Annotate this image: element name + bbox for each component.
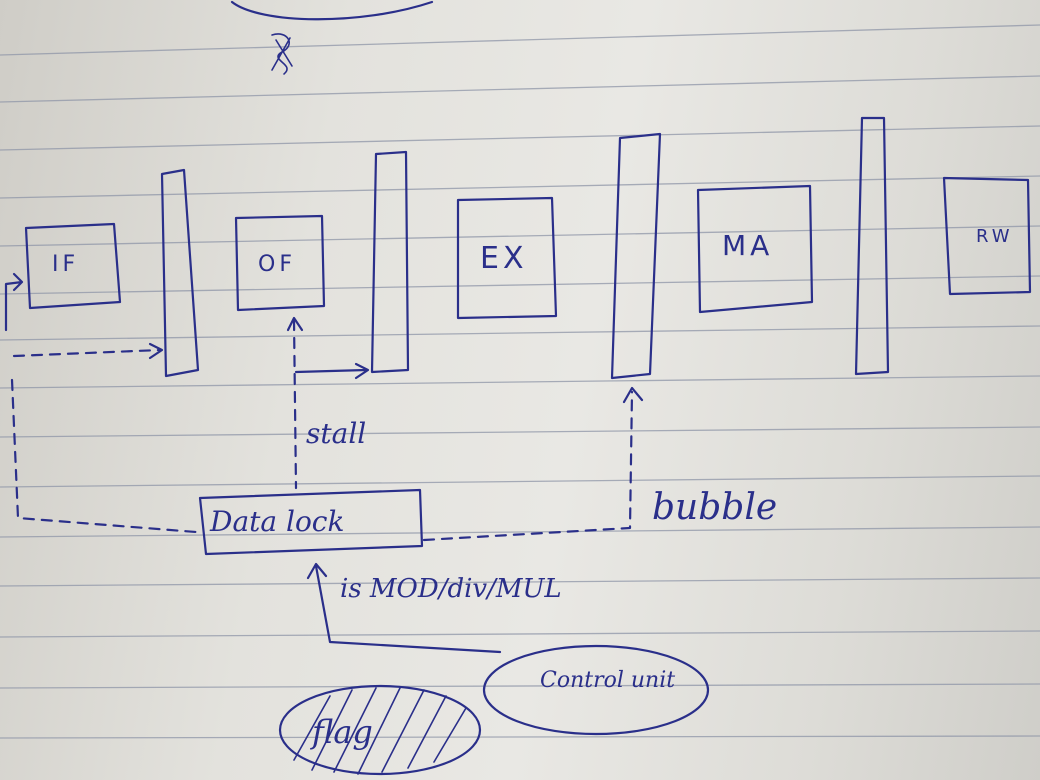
stage-box-ex — [456, 196, 558, 320]
stage-label-if: IF — [52, 252, 80, 277]
control-to-data-lock-arrow — [306, 562, 502, 654]
data-lock-label: Data lock — [210, 505, 345, 538]
dashed-feedback-line — [10, 378, 198, 534]
flag-oval — [278, 684, 482, 776]
dashed-arrow-to-register-1 — [12, 348, 162, 358]
top-oval-fragment — [230, 0, 434, 21]
bubble-arrow-head — [622, 386, 644, 404]
pipeline-register-3 — [610, 132, 662, 380]
input-arrow — [4, 272, 24, 332]
stage-label-ex: EX — [480, 241, 528, 276]
data-lock-box — [198, 488, 424, 556]
stage-box-rw — [942, 176, 1032, 296]
stage-box-of — [234, 214, 326, 312]
stage-label-ma: MA — [722, 229, 774, 262]
stage-box-ma — [696, 184, 814, 314]
pipeline-register-4 — [854, 116, 890, 376]
stage-label-of: OF — [258, 252, 296, 277]
dashed-arrow-head-1 — [148, 342, 164, 360]
stage-box-if — [24, 222, 122, 310]
flag-label: flag — [312, 713, 373, 751]
condition-label: is MOD/div/MUL — [340, 574, 562, 604]
stall-dashed-line — [292, 318, 298, 490]
stall-label: stall — [306, 417, 367, 450]
stall-arrow-to-register-2 — [294, 362, 370, 380]
control-unit-oval — [482, 644, 710, 736]
stage-label-rw: RW — [976, 226, 1014, 247]
stall-arrow-head-up — [286, 316, 304, 332]
bubble-dashed-line — [422, 390, 634, 542]
control-unit-label: Control unit — [540, 668, 676, 693]
bubble-label: bubble — [652, 487, 778, 528]
pipeline-register-1 — [160, 168, 200, 378]
scribble-mark — [271, 33, 293, 75]
pipeline-register-2 — [370, 150, 410, 374]
ruled-lines — [0, 24, 1040, 739]
